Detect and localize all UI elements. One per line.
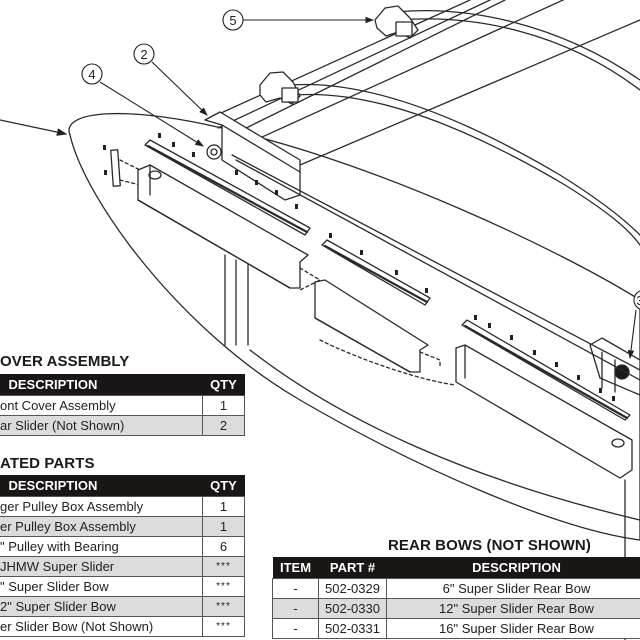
cover-assembly-table: DESCRIPTION QTY ont Cover Assembly 1 ar … <box>0 374 245 436</box>
column-header-qty: QTY <box>202 475 245 497</box>
rear-bows-table: ITEM PART # DESCRIPTION - 502-0329 6" Su… <box>272 557 640 639</box>
svg-text:4: 4 <box>88 67 95 82</box>
table-row: JHMW Super Slider *** <box>0 556 245 577</box>
screw-markers <box>103 133 615 401</box>
table-row: - 502-0330 12" Super Slider Rear Bow <box>272 598 640 619</box>
svg-text:5: 5 <box>229 13 236 28</box>
column-header-description: DESCRIPTION <box>386 557 640 579</box>
table-row: ont Cover Assembly 1 <box>0 395 245 416</box>
table-row: " Super Slider Bow *** <box>0 576 245 597</box>
related-parts-title: ATED PARTS <box>0 455 95 472</box>
callout-4: 4 <box>81 63 204 147</box>
table-row: ar Slider (Not Shown) 2 <box>0 415 245 436</box>
column-header-item: ITEM <box>272 557 319 579</box>
table-row: ger Pulley Box Assembly 1 <box>0 496 245 517</box>
table-row: - 502-0329 6" Super Slider Rear Bow <box>272 578 640 599</box>
table-row: er Slider Bow (Not Shown) *** <box>0 616 245 637</box>
related-parts-table: DESCRIPTION QTY ger Pulley Box Assembly … <box>0 475 245 637</box>
cover-assembly-title: OVER ASSEMBLY <box>0 353 130 370</box>
callout-3: 3 <box>627 290 640 360</box>
svg-text:3: 3 <box>636 293 640 308</box>
rear-bows-title: REAR BOWS (NOT SHOWN) <box>388 537 591 554</box>
table-row: - 502-0331 16" Super Slider Rear Bow <box>272 618 640 639</box>
table-row: er Pulley Box Assembly 1 <box>0 516 245 537</box>
column-header-description: DESCRIPTION <box>0 475 203 497</box>
callout-2: 2 <box>133 43 208 116</box>
column-header-description: DESCRIPTION <box>0 374 203 396</box>
column-header-qty: QTY <box>202 374 245 396</box>
table-row: " Pulley with Bearing 6 <box>0 536 245 557</box>
callout-5: 5 <box>222 9 375 31</box>
table-row: 2" Super Slider Bow *** <box>0 596 245 617</box>
detail-pointer-line <box>0 119 68 136</box>
svg-text:2: 2 <box>140 47 147 62</box>
column-header-part: PART # <box>318 557 387 579</box>
